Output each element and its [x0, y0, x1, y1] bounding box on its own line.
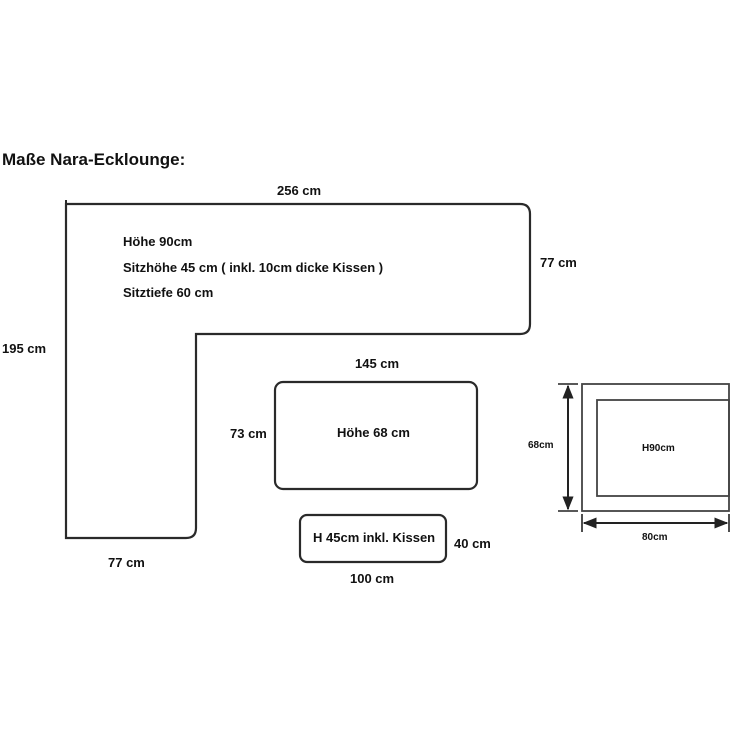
armchair-width-label: 80cm: [642, 532, 668, 543]
lounge-width-top-label: 256 cm: [277, 183, 322, 198]
coffee-table-outline: [273, 380, 479, 491]
footstool-height-label: H 45cm inkl. Kissen: [313, 530, 436, 545]
armchair-seat-cushion: [596, 399, 730, 497]
armchair-height-label: H90cm: [642, 443, 675, 454]
table-depth-label: 73 cm: [230, 426, 267, 441]
lounge-spec-height: Höhe 90cm: [123, 234, 193, 249]
lounge-width-bottom-label: 77 cm: [108, 555, 145, 570]
lounge-spec-seat-height: Sitzhöhe 45 cm ( inkl. 10cm dicke Kissen…: [123, 260, 384, 275]
lounge-spec-seat-depth: Sitztiefe 60 cm: [123, 285, 214, 300]
footstool-outline: [298, 513, 448, 564]
corner-lounge-outline: [64, 202, 532, 540]
footstool-width-label: 100 cm: [350, 571, 395, 586]
footstool-depth-label: 40 cm: [454, 536, 491, 551]
lounge-height-left-label: 195 cm: [2, 341, 47, 356]
armchair-depth-label: 68cm: [528, 440, 554, 451]
table-width-label: 145 cm: [355, 356, 400, 371]
table-height-label: Höhe 68 cm: [337, 425, 410, 440]
page-title: Maße Nara-Ecklounge:: [2, 150, 186, 169]
lounge-depth-right-label: 77 cm: [540, 255, 577, 270]
